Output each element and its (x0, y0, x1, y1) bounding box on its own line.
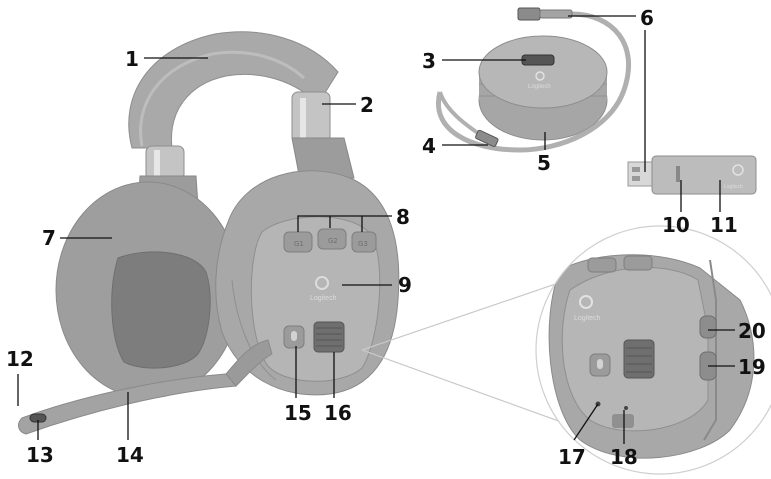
g1-button-label: G1 (294, 240, 304, 248)
callout-4: 4 (422, 134, 436, 158)
callout-14: 14 (116, 443, 144, 467)
g3-button-label: G3 (358, 240, 368, 248)
dock-brand: Logitech (528, 84, 551, 90)
callout-15: 15 (284, 401, 312, 425)
right-ear-cup: G1 G2 G3 Logitech (215, 170, 400, 396)
usb-receiver: Logitech (627, 155, 757, 195)
callout-10: 10 (662, 213, 690, 237)
headset-brand: Logitech (310, 295, 337, 302)
receiver-logo-icon (732, 164, 744, 176)
callout-8: 8 (396, 205, 410, 229)
usb-plug (517, 7, 541, 21)
callout-19: 19 (738, 355, 766, 379)
g2-button-label: G2 (328, 237, 338, 245)
callout-16: 16 (324, 401, 352, 425)
callout-18: 18 (610, 445, 638, 469)
boom-microphone (18, 373, 237, 435)
callout-leaders (17, 15, 735, 444)
band-slider-right (291, 91, 331, 143)
volume-wheel (313, 321, 345, 353)
callout-13: 13 (26, 443, 54, 467)
callout-2: 2 (360, 93, 374, 117)
callout-11: 11 (710, 213, 738, 237)
charging-dock: Logitech (436, 7, 631, 153)
audio-jack (624, 406, 628, 410)
callout-1: 1 (125, 47, 139, 71)
dock-logo-icon (535, 71, 545, 81)
mini-usb-plug (475, 129, 499, 148)
callout-5: 5 (537, 151, 551, 175)
callout-17: 17 (558, 445, 586, 469)
receiver-brand: Logitech (724, 184, 743, 190)
callout-7: 7 (42, 226, 56, 250)
headband (128, 31, 339, 149)
left-ear-cup (55, 181, 241, 399)
callout-numbers: 1 2 3 4 5 6 7 8 9 10 11 12 13 14 15 16 1… (6, 6, 766, 469)
callout-6: 6 (640, 6, 654, 30)
callout-20: 20 (738, 319, 766, 343)
logitech-logo-icon (315, 276, 329, 290)
inset-logo-icon (579, 295, 593, 309)
callout-9: 9 (398, 273, 412, 297)
callout-12: 12 (6, 347, 34, 371)
inset-brand: Logitech (574, 315, 601, 322)
callout-3: 3 (422, 49, 436, 73)
band-slider-left (145, 145, 185, 181)
detail-inset: Logitech (361, 225, 771, 475)
headset: G1 G2 G3 Logitech (18, 31, 400, 435)
eq-button (699, 315, 717, 339)
